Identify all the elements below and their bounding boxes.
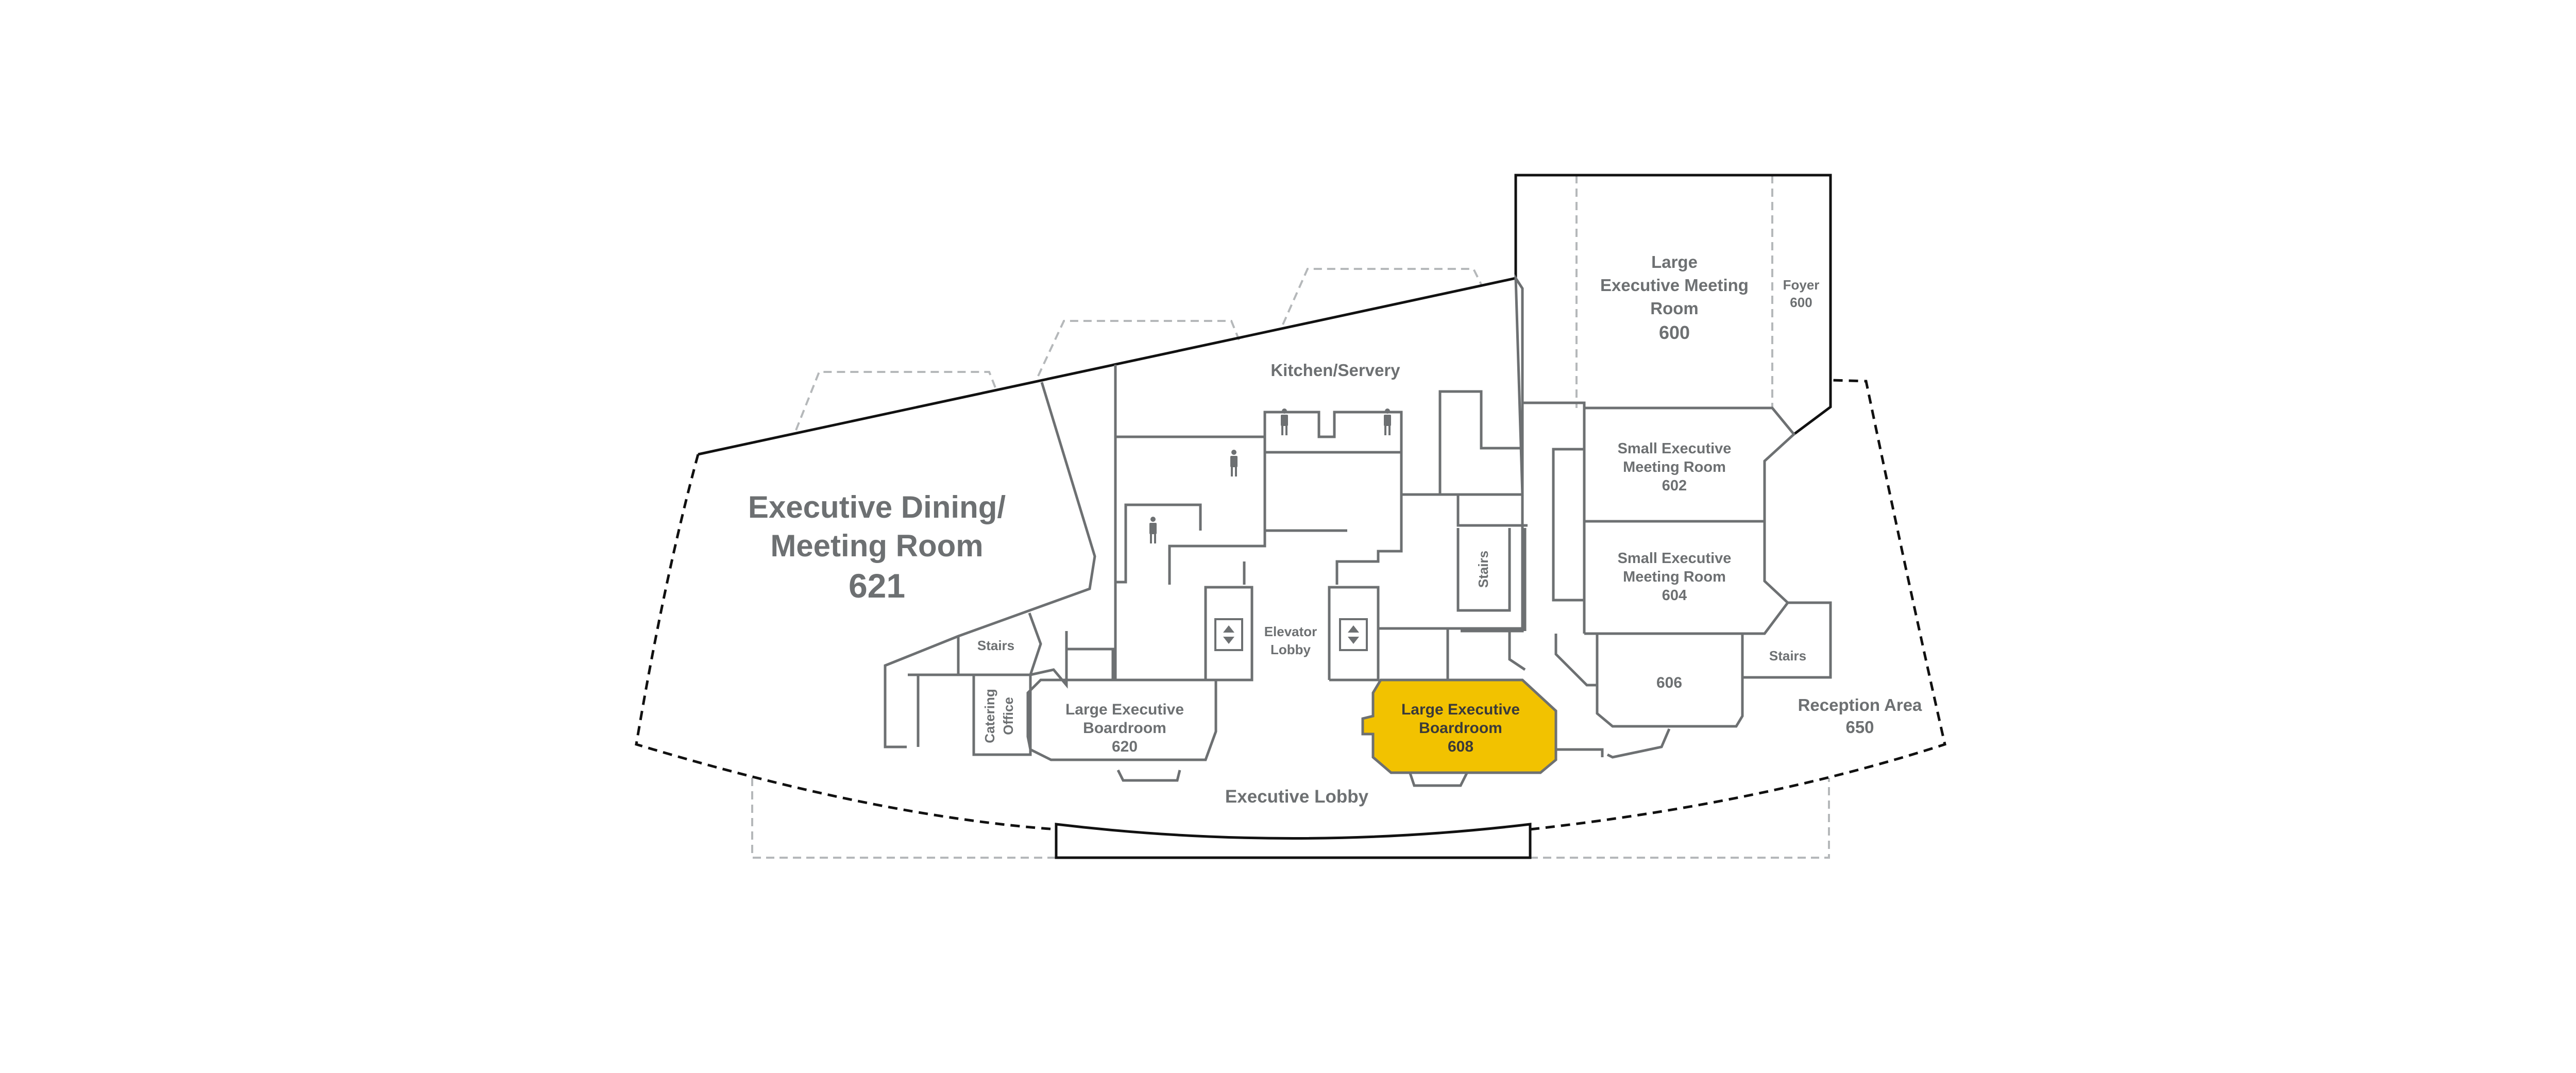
executive-lobby-label: Executive Lobby	[1225, 787, 1369, 807]
room-number: 621	[849, 567, 905, 605]
room-number: 600	[1659, 322, 1690, 343]
room-name-line: Foyer	[1783, 277, 1820, 293]
room-label-600[interactable]: Large Executive Meeting Room 600	[1600, 252, 1749, 343]
room-label-650[interactable]: Reception Area 650	[1798, 695, 1922, 737]
room-name-line: Small Executive	[1618, 550, 1732, 567]
room-name-line: Meeting Room	[770, 529, 983, 563]
room-name-line: Large Executive	[1401, 701, 1520, 718]
restroom-icon	[1281, 408, 1288, 435]
room-name-line: Boardroom	[1083, 720, 1166, 737]
room-name-line: Reception Area	[1798, 695, 1922, 714]
building-exterior	[635, 174, 1946, 859]
stairs-label: Stairs	[1476, 551, 1491, 588]
room-label-620[interactable]: Large Executive Boardroom 620	[1065, 701, 1184, 755]
catering-office-label: Catering	[982, 689, 997, 743]
room-label-608[interactable]: Large Executive Boardroom 608	[1401, 701, 1520, 755]
interior-walls	[884, 274, 1832, 787]
room-number: 602	[1662, 478, 1687, 494]
room-number: 608	[1448, 738, 1473, 755]
stairs-label: Stairs	[977, 638, 1014, 653]
room-name-line: Large	[1651, 252, 1698, 271]
room-number: 606	[1656, 674, 1682, 691]
restroom-icon	[1149, 517, 1157, 543]
room-label-604[interactable]: Small Executive Meeting Room 604	[1618, 550, 1732, 604]
room-label-602[interactable]: Small Executive Meeting Room 602	[1618, 440, 1732, 494]
elevator-lobby-label: Elevator	[1264, 624, 1317, 639]
room-name-line: Small Executive	[1618, 440, 1732, 457]
room-name-line: Executive Dining/	[748, 490, 1006, 524]
catering-office-label: Office	[1001, 697, 1016, 735]
room-label-621[interactable]: Executive Dining/ Meeting Room 621	[748, 490, 1006, 605]
room-name-line: Boardroom	[1419, 720, 1502, 737]
elevator-icon[interactable]	[1214, 618, 1243, 651]
room-number: 650	[1845, 718, 1874, 737]
room-label-foyer-600[interactable]: Foyer 600	[1783, 277, 1820, 310]
stairs-label: Stairs	[1769, 648, 1806, 663]
room-label-606[interactable]: 606	[1656, 674, 1682, 691]
elevator-lobby-label: Lobby	[1270, 642, 1311, 657]
room-name-line: Meeting Room	[1623, 569, 1726, 585]
room-name-line: Large Executive	[1065, 701, 1184, 718]
room-number: 604	[1662, 587, 1687, 604]
room-number: 620	[1112, 738, 1138, 755]
room-name-line: Executive Meeting	[1600, 276, 1749, 295]
room-name-line: Meeting Room	[1623, 459, 1726, 475]
restroom-icon	[1384, 408, 1391, 435]
elevator-icon[interactable]	[1339, 618, 1368, 651]
room-name-line: Room	[1650, 299, 1699, 318]
kitchen-servery-label: Kitchen/Servery	[1270, 361, 1400, 380]
room-number: 600	[1790, 295, 1812, 310]
restroom-icon	[1230, 450, 1238, 476]
boardroom-608-highlight[interactable]	[1361, 678, 1557, 774]
